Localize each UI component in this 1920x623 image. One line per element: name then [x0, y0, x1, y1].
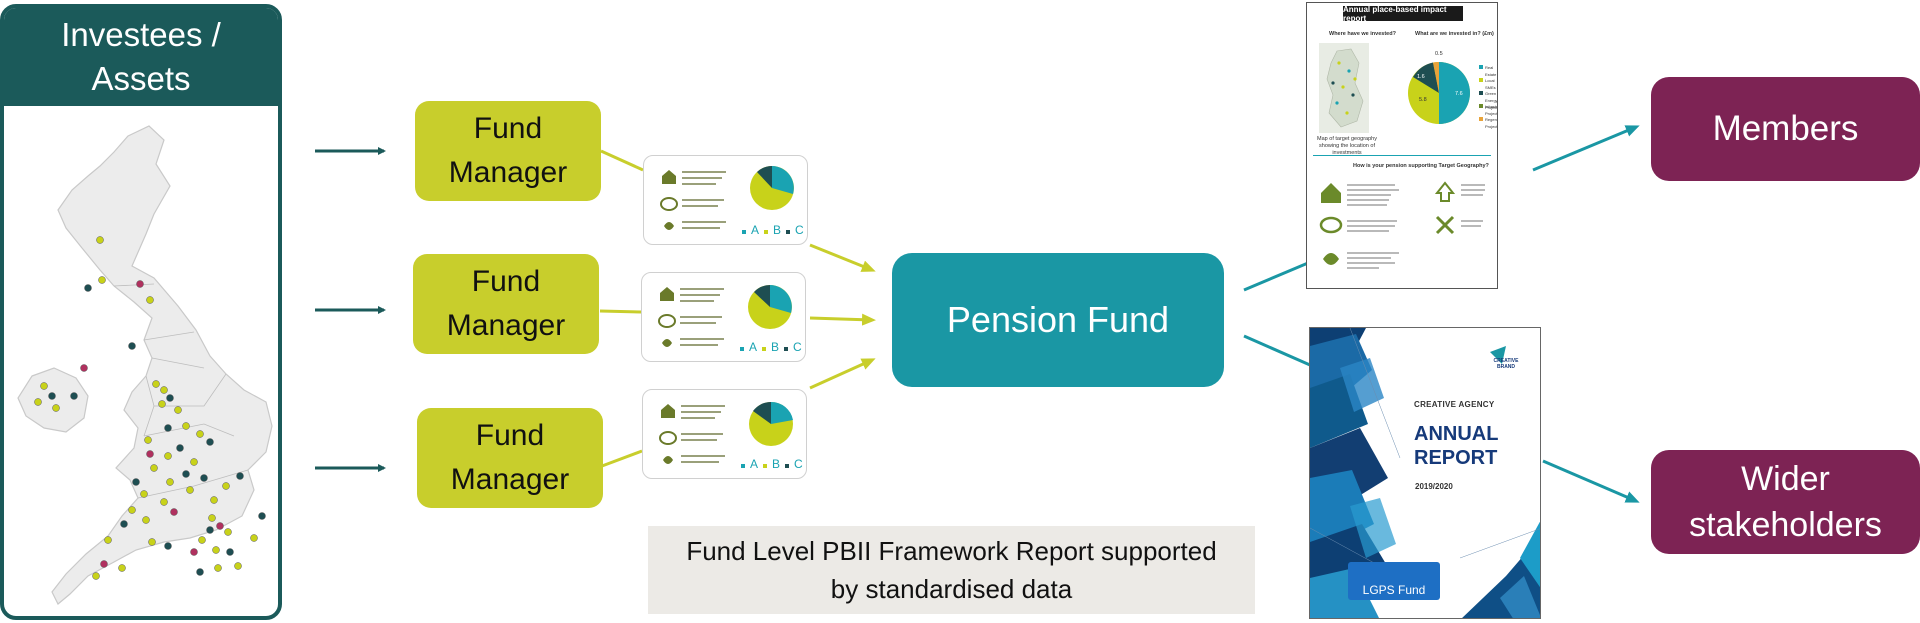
fund-report-thumbnail-1: A B C [643, 155, 808, 245]
plug-icon [1323, 253, 1339, 265]
framework-caption: Fund Level PBII Framework Report support… [648, 526, 1255, 614]
connector-fm3-report [601, 449, 643, 468]
arrow-report3-to-pension [809, 358, 876, 390]
legend-regeneration: Regeneration Projects [1485, 117, 1498, 129]
support-heading: How is your pension supporting Target Ge… [1353, 163, 1489, 169]
pie-label-2: 5.8 [1419, 97, 1427, 103]
handshake-icon [1319, 216, 1343, 234]
fund-report-thumbnail-2: A B C [641, 272, 806, 362]
fund-report-thumbnail-graphic [660, 166, 794, 234]
annual-report-document: CREATIVE BRAND CREATIVE AGENCY ANNUAL RE… [1309, 327, 1541, 619]
legend-b: B [771, 340, 780, 354]
arrow-annual-report-to-wider [1542, 459, 1640, 503]
investees-title-line2: Assets [91, 60, 191, 97]
investment-dots [34, 236, 266, 580]
where-heading: Where have we invested? [1329, 31, 1396, 37]
impact-report-title: Annual place-based impact report [1343, 5, 1463, 23]
fund-manager-3-line1: Fund [475, 419, 545, 452]
fund-manager-2-line2: Manager [446, 309, 566, 342]
fund-manager-3-line2: Manager [450, 463, 570, 496]
fund-manager-1-line2: Manager [448, 156, 568, 189]
impact-map-caption: Map of target geography showing the loca… [1317, 136, 1377, 156]
fund-report-pie [748, 285, 792, 329]
brand-logo-icon [1490, 346, 1506, 364]
legend-a: A [750, 457, 759, 471]
handshake-icon [660, 197, 678, 211]
impact-report-pie [1408, 61, 1470, 124]
connector-pension-to-annual-report [1243, 334, 1311, 367]
uk-map-region-lines [113, 283, 249, 499]
plug-icon [664, 222, 674, 230]
legend-c: C [794, 457, 803, 471]
impact-report-icons [1319, 181, 1485, 269]
fund-manager-box-3: Fund Manager [417, 408, 603, 508]
annual-report-title-line2: REPORT [1414, 447, 1498, 469]
pie-label-3: 7.6 [1455, 91, 1463, 97]
wider-stakeholders-box: Wider stakeholders [1651, 450, 1920, 554]
fund-manager-box-2: Fund Manager [413, 254, 599, 354]
tools-icon [1435, 215, 1455, 235]
framework-caption-line1: Fund Level PBII Framework Report support… [686, 536, 1217, 566]
legend-infrastructure: Infrastructure Projects [1485, 104, 1498, 116]
handshake-icon [659, 431, 677, 445]
house-icon [1321, 183, 1341, 203]
wider-stakeholders-line2: stakeholders [1689, 506, 1882, 544]
fund-manager-1-line1: Fund [473, 112, 543, 145]
pie-label-1: 1.6 [1417, 74, 1425, 80]
annual-report-title-line1: ANNUAL [1414, 423, 1499, 445]
house-icon [660, 287, 674, 301]
impact-report-divider [1313, 155, 1491, 156]
arrow-impact-report-to-members [1532, 125, 1640, 172]
legend-real-estate: Real Estate [1485, 65, 1497, 77]
lgps-fund-badge: LGPS Fund [1348, 562, 1440, 600]
plug-icon [662, 339, 672, 347]
legend-b: B [773, 223, 782, 237]
legend-c: C [795, 223, 804, 237]
impact-report-map [1319, 43, 1369, 133]
annual-report-title: ANNUAL REPORT [1414, 422, 1498, 470]
pension-fund-box: Pension Fund [892, 253, 1224, 387]
investees-header: Investees / Assets [4, 8, 278, 106]
framework-caption-line2: by standardised data [830, 574, 1073, 604]
plug-icon [663, 456, 673, 464]
annual-report-year: 2019/2020 [1415, 482, 1453, 491]
members-label: Members [1712, 109, 1859, 148]
legend-a: A [749, 340, 758, 354]
connector-fm1-report [600, 149, 644, 172]
fund-report-thumbnail-graphic [658, 285, 792, 351]
members-box: Members [1651, 77, 1920, 181]
legend-green-energy: Green Energy Projects [1485, 91, 1498, 110]
legend-c: C [793, 340, 802, 354]
wider-stakeholders-line1: Wider [1741, 460, 1830, 498]
tent-icon [1434, 181, 1456, 202]
fund-manager-2-line1: Fund [471, 265, 541, 298]
connector-pension-to-impact-report [1243, 261, 1309, 292]
legend-local-smes: Local SMEs [1485, 78, 1496, 90]
pie-label-0: 0.5 [1435, 51, 1443, 57]
uk-map [17, 125, 273, 605]
investees-title-line1: Investees / [61, 16, 221, 53]
creative-brand-label: CREATIVE BRAND [1493, 358, 1519, 370]
legend-a: A [751, 223, 760, 237]
arrow-report2-to-pension [809, 313, 876, 326]
house-icon [662, 170, 676, 184]
connector-fm2-report [599, 309, 642, 314]
fund-report-thumbnail-3: A B C [642, 389, 807, 479]
house-icon [661, 404, 675, 418]
fund-report-pie [749, 401, 793, 446]
impact-report-document: Annual place-based impact report Where h… [1306, 2, 1498, 289]
impact-pie-legend [1479, 65, 1497, 121]
uk-map-ireland [17, 367, 89, 433]
pension-fund-label: Pension Fund [946, 299, 1170, 340]
what-heading: What are we invested in? (£m) [1415, 31, 1494, 37]
handshake-icon [658, 314, 676, 328]
legend-b: B [772, 457, 781, 471]
fund-report-thumbnail-graphic [659, 401, 793, 468]
investees-panel: Investees / Assets [0, 4, 282, 620]
creative-agency-label: CREATIVE AGENCY [1414, 400, 1495, 409]
fund-manager-box-1: Fund Manager [415, 101, 601, 201]
fund-report-pie [750, 166, 794, 210]
arrow-report1-to-pension [809, 243, 876, 272]
